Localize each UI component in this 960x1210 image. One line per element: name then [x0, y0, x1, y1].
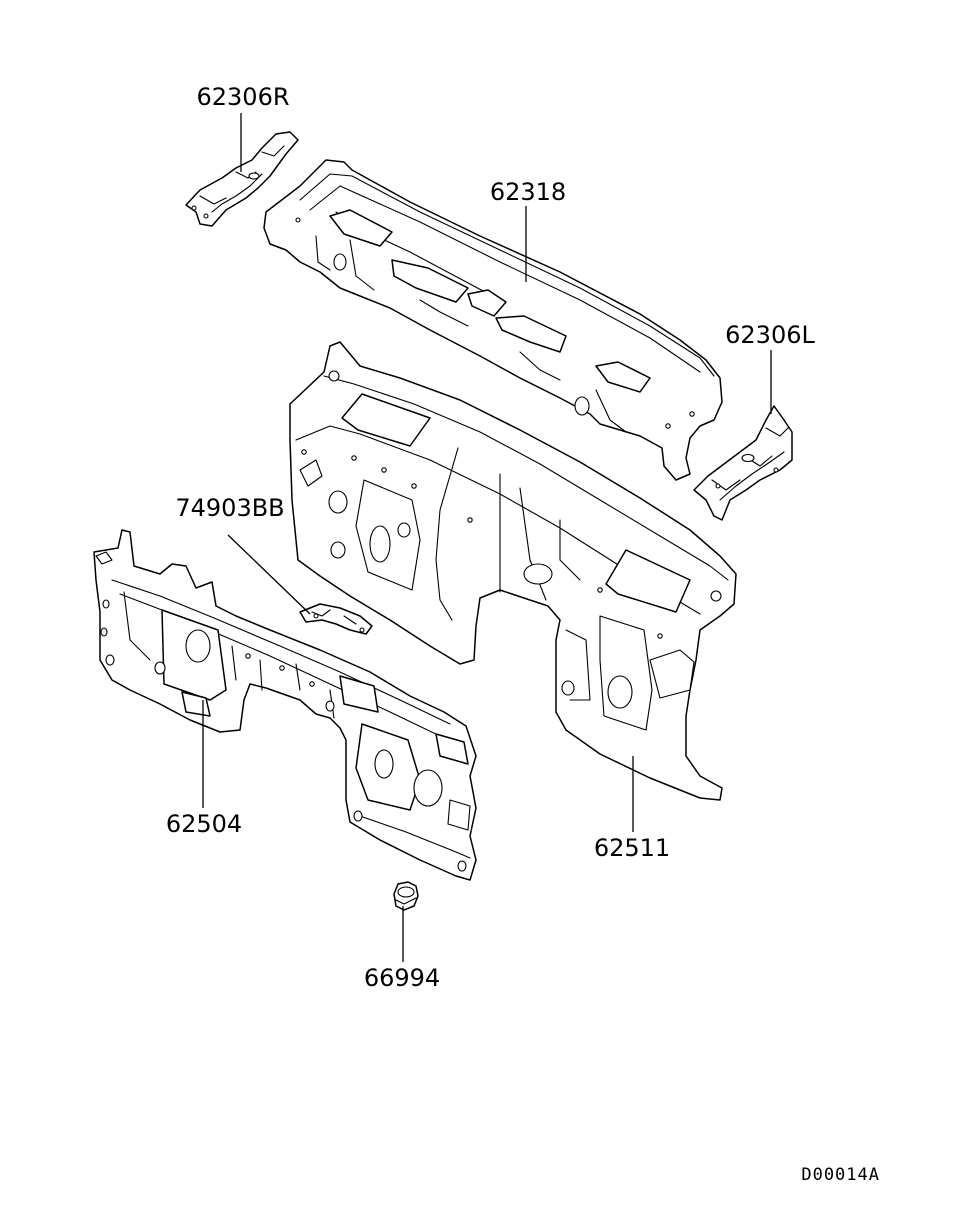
label-62511[interactable]: 62511 [594, 834, 670, 862]
label-74903BB[interactable]: 74903BB [175, 494, 284, 522]
part-62306R-bracket[interactable] [185, 131, 299, 227]
diagram-code: D00014A [801, 1165, 880, 1185]
label-62318[interactable]: 62318 [490, 178, 566, 206]
label-66994[interactable]: 66994 [364, 964, 440, 992]
label-62504[interactable]: 62504 [166, 810, 242, 838]
label-62306R[interactable]: 62306R [196, 83, 289, 111]
label-62306L[interactable]: 62306L [725, 321, 815, 349]
part-62511-dash-panel[interactable] [289, 341, 737, 801]
part-62306L-bracket[interactable] [693, 405, 793, 521]
part-62318-cowl-top[interactable] [263, 159, 723, 481]
leader-74903BB [227, 534, 311, 615]
part-74903BB-bracket[interactable] [299, 603, 373, 635]
part-66994-nut[interactable] [393, 881, 419, 911]
part-62504-insulator[interactable] [93, 529, 477, 881]
